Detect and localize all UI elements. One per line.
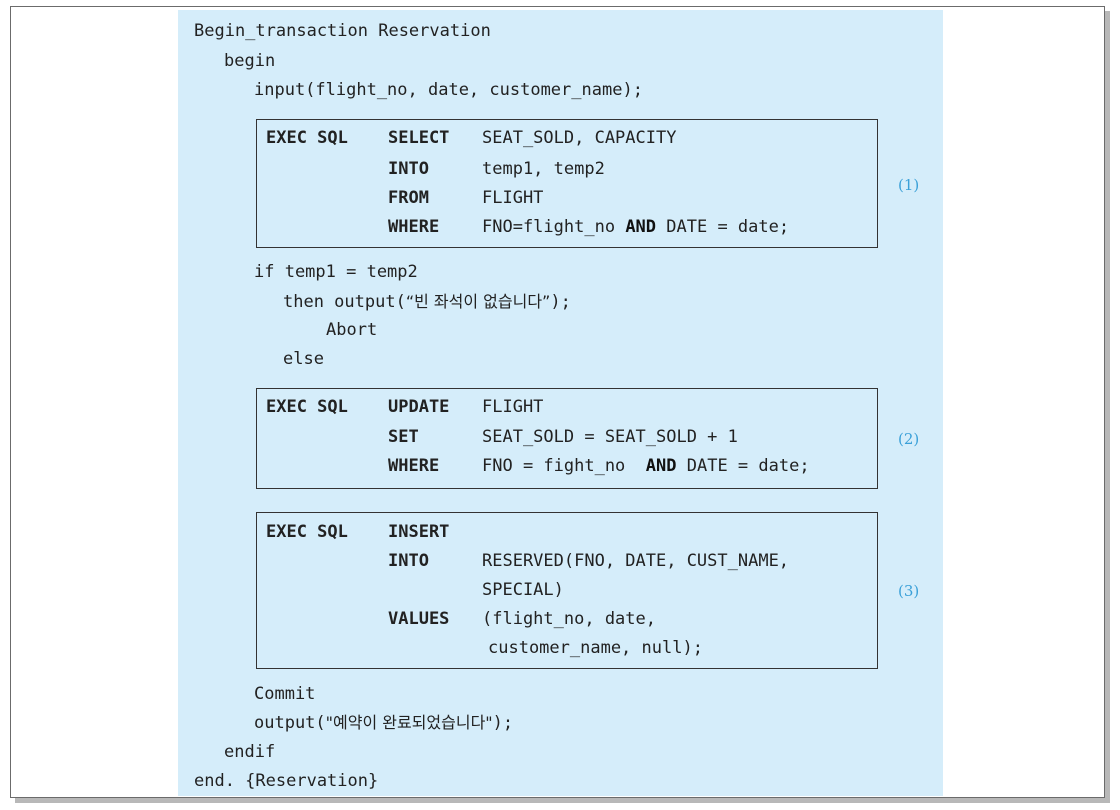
box1-select-kw: SELECT xyxy=(388,128,450,148)
box1-from-val: FLIGHT xyxy=(482,188,544,208)
box3-values-val: (flight_no, date, xyxy=(482,609,656,629)
line-endif: endif xyxy=(224,742,276,762)
box3-into-val: RESERVED(FNO, DATE, CUST_NAME, xyxy=(482,551,790,571)
sql-block-update xyxy=(256,388,878,489)
line-end: end. {Reservation} xyxy=(194,771,379,791)
box2-set-kw: SET xyxy=(388,427,419,447)
box3-values-kw: VALUES xyxy=(388,609,450,629)
line-if: if temp1 = temp2 xyxy=(254,262,418,282)
box1-into-kw: INTO xyxy=(388,159,429,179)
box2-set-val: SEAT_SOLD = SEAT_SOLD + 1 xyxy=(482,427,738,447)
line-begin-transaction: Begin_transaction Reservation xyxy=(194,21,491,41)
ref-1: (1) xyxy=(898,176,920,194)
box3-into-val-cont: SPECIAL) xyxy=(482,580,564,600)
line-input: input(flight_no, date, customer_name); xyxy=(254,80,643,100)
line-then: then output(“빈 좌석이 없습니다”); xyxy=(283,292,571,312)
sql-block-select xyxy=(256,119,878,248)
box1-into-val: temp1, temp2 xyxy=(482,159,605,179)
box1-exec: EXEC SQL xyxy=(266,128,348,148)
line-else: else xyxy=(283,349,324,369)
box2-where-val: FNO = fight_no AND DATE = date; xyxy=(482,456,810,476)
ref-3: (3) xyxy=(898,582,920,600)
box2-update-val: FLIGHT xyxy=(482,397,544,417)
box3-into-kw: INTO xyxy=(388,551,429,571)
line-abort: Abort xyxy=(326,320,378,340)
ref-2: (2) xyxy=(898,430,920,448)
box1-where-val: FNO=flight_no AND DATE = date; xyxy=(482,217,790,237)
box2-exec: EXEC SQL xyxy=(266,397,348,417)
box3-exec: EXEC SQL xyxy=(266,522,348,542)
sql-block-insert xyxy=(256,512,878,669)
box2-where-kw: WHERE xyxy=(388,456,440,476)
line-begin: begin xyxy=(224,51,276,71)
box2-update-kw: UPDATE xyxy=(388,397,450,417)
box3-insert-kw: INSERT xyxy=(388,522,450,542)
box1-select-val: SEAT_SOLD, CAPACITY xyxy=(482,128,677,148)
box1-from-kw: FROM xyxy=(388,188,429,208)
line-commit: Commit xyxy=(254,684,316,704)
box3-values-val-cont: customer_name, null); xyxy=(488,638,703,658)
box1-where-kw: WHERE xyxy=(388,217,440,237)
line-output: output("예약이 완료되었습니다"); xyxy=(254,713,514,733)
